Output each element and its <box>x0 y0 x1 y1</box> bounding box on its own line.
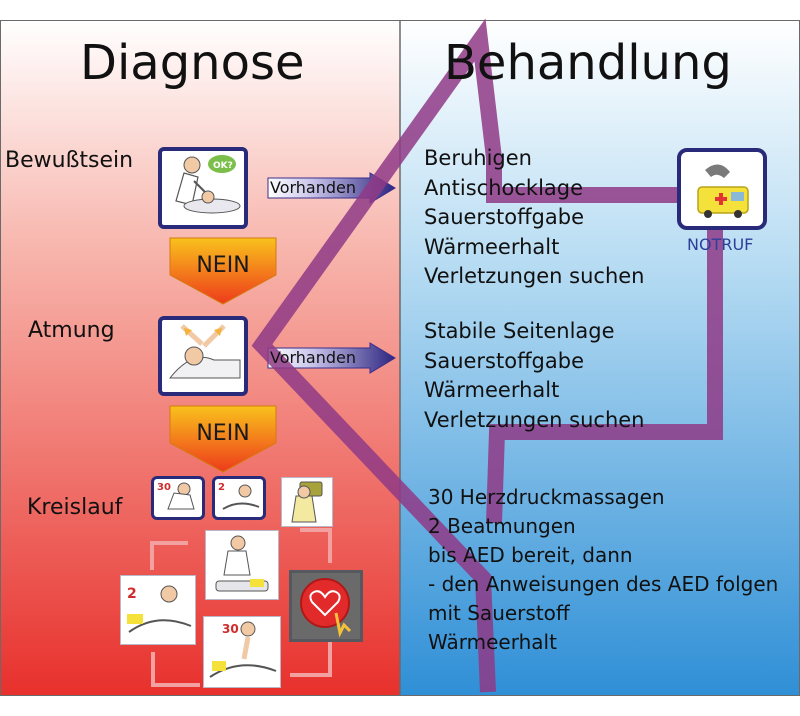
treatment-list-circulation: 30 Herzdruckmassagen 2 Beatmungen bis AE… <box>428 483 778 657</box>
no-label-1: NEIN <box>196 253 250 278</box>
list-item: Sauerstoffgabe <box>424 205 585 229</box>
emergency-call-label: NOTRUF <box>687 235 754 254</box>
ventilation-count-small: 2 <box>218 482 225 493</box>
aed-device-illustration <box>281 477 333 527</box>
treatment-list-conscious: Beruhigen Antischocklage Sauerstoffgabe … <box>424 144 645 292</box>
aed-shock-button-illustration <box>289 570 363 642</box>
list-item: Wärmeerhalt <box>428 630 557 654</box>
treatment-heading: Behandlung <box>444 35 732 91</box>
heart-shock-icon <box>300 578 352 638</box>
compression-card-small: 30 <box>151 476 205 520</box>
list-item: - den Anweisungen des AED folgen <box>428 572 779 596</box>
no-arrow-1 <box>169 237 277 305</box>
diagnosis-heading: Diagnose <box>80 35 305 91</box>
list-item: Antischocklage <box>424 175 584 200</box>
phone-ambulance-icon <box>677 148 767 230</box>
ventilation-card-small: 2 <box>212 476 266 520</box>
list-item: Wärmeerhalt <box>424 378 560 402</box>
list-item: Verletzungen suchen <box>424 407 645 432</box>
compression-count: 30 <box>222 622 239 636</box>
ventilation-illustration: 2 <box>120 575 196 645</box>
compression-count-small: 30 <box>157 482 171 493</box>
list-item: mit Sauerstoff <box>428 601 570 625</box>
cycle-arrows <box>150 528 332 687</box>
step-breathing: Atmung <box>28 318 115 343</box>
list-item: Sauerstoffgabe <box>424 348 585 373</box>
treatment-panel <box>400 20 800 696</box>
ventilation-icon: 2 <box>218 482 260 510</box>
list-item: Beruhigen <box>424 146 532 170</box>
present-label-1: Vorhanden <box>270 178 357 197</box>
ok-text: OK? <box>213 161 233 171</box>
consciousness-check-illustration: OK? <box>158 147 248 229</box>
present-label-2: Vorhanden <box>270 348 357 367</box>
chest-compression-icon: 30 <box>209 621 277 678</box>
list-item: Verletzungen suchen <box>424 264 645 288</box>
compression-icon: 30 <box>157 482 195 510</box>
list-item: Wärmeerhalt <box>424 234 560 259</box>
list-item: 2 Beatmungen <box>428 514 576 538</box>
list-item: Stabile Seitenlage <box>424 319 615 343</box>
aed-icon <box>291 481 323 523</box>
airway-check-icon <box>168 324 241 379</box>
aed-placement-icon <box>215 535 269 592</box>
ventilation-count: 2 <box>127 586 137 602</box>
mouth-to-mouth-icon: 2 <box>127 585 192 633</box>
step-circulation: Kreislauf <box>27 495 123 520</box>
aed-placement-illustration <box>205 530 279 600</box>
step-consciousness: Bewußtsein <box>5 148 134 173</box>
no-arrow-2 <box>169 405 277 473</box>
flow-path <box>251 18 723 693</box>
list-item: bis AED bereit, dann <box>428 543 633 567</box>
breathing-check-illustration <box>158 316 248 396</box>
no-label-2: NEIN <box>196 421 250 446</box>
treatment-list-breathing: Stabile Seitenlage Sauerstoffgabe Wärmee… <box>424 317 645 435</box>
list-item: 30 Herzdruckmassagen <box>428 485 665 509</box>
rescuer-patient-icon: OK? <box>175 155 241 214</box>
compression-illustration: 30 <box>203 616 281 688</box>
